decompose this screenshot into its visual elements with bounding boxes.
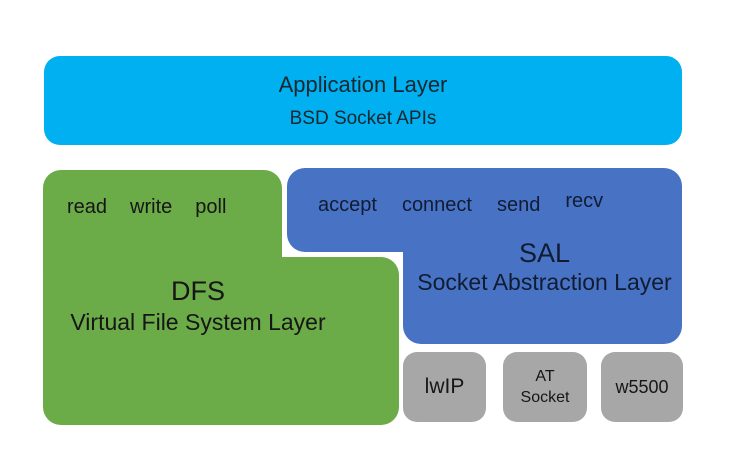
protocol-stack-w5500-label: w5500	[615, 377, 669, 397]
application-layer-box: Application Layer BSD Socket APIs	[44, 56, 682, 145]
sal-function-connect: connect	[401, 194, 472, 216]
dfs-functions-row: read write poll	[67, 194, 226, 220]
dfs-acronym: DFS	[171, 276, 225, 306]
protocol-stack-at-socket-label-line2: Socket	[520, 389, 570, 406]
sal-function-recv: recv	[565, 190, 604, 212]
dfs-function-poll: poll	[195, 196, 227, 218]
sal-function-send: send	[497, 194, 541, 216]
sal-layer-name: Socket Abstraction Layer	[417, 269, 672, 295]
application-layer-subtitle: BSD Socket APIs	[289, 107, 437, 129]
application-layer-title: Application Layer	[278, 71, 448, 97]
sal-acronym: SAL	[518, 238, 571, 268]
protocol-stack-at-socket: AT Socket	[503, 352, 587, 422]
dfs-layer-name: Virtual File System Layer	[70, 309, 326, 335]
sal-functions-row: accept connect send recv	[318, 190, 603, 218]
protocol-stack-lwip-label: lwIP	[424, 375, 465, 398]
dfs-layer-box-lower	[43, 257, 399, 425]
protocol-stack-w5500: w5500	[601, 352, 683, 422]
dfs-function-read: read	[67, 196, 108, 218]
protocol-stack-lwip: lwIP	[403, 352, 486, 422]
sal-function-accept: accept	[318, 194, 377, 216]
protocol-stack-at-socket-label: AT	[535, 368, 555, 385]
sal-layer-box-lower	[403, 200, 682, 344]
dfs-function-write: write	[130, 196, 173, 218]
